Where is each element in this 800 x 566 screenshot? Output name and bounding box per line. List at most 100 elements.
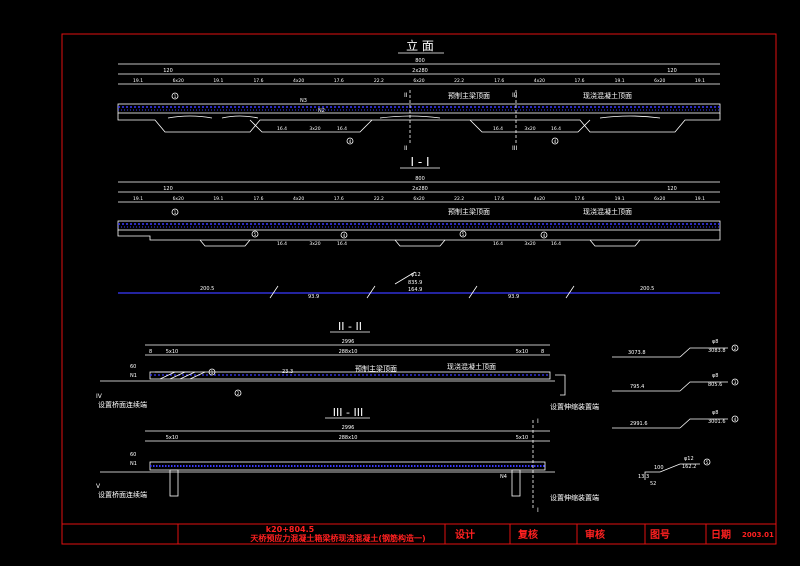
rebar-development-line: 200.5 200.5 93.9 93.9 164.9 835.9 φ12 xyxy=(118,271,720,300)
elev-label-precast: 预制主梁顶面 xyxy=(448,91,490,100)
bar4-val: 3001.6 xyxy=(708,419,726,425)
bar5-h: 13.3 xyxy=(638,474,649,480)
dim-label: 19.1 xyxy=(133,78,143,84)
elev-label-cast: 现浇混凝土顶面 xyxy=(583,91,632,100)
sec1-circle-5b: 5 xyxy=(462,232,465,237)
sec3-n4: N4 xyxy=(500,474,507,480)
sec1-circle-4b: 4 xyxy=(543,233,546,238)
title-design: 设计 xyxy=(455,528,475,541)
dim-label: 6x20 xyxy=(654,196,665,202)
dim-label: 19.1 xyxy=(213,196,223,202)
dim-label: 22.2 xyxy=(374,196,384,202)
sec3-mark-right: I xyxy=(537,418,539,425)
bar5-len: 100 xyxy=(654,465,664,471)
rebar-top: 835.9 xyxy=(408,280,422,286)
sec1-deck xyxy=(117,220,721,231)
elev-mid-dim: 2x280 xyxy=(412,68,428,74)
sec3-left-note: 设置桥面连续端 xyxy=(98,490,147,499)
bar2-phi: φ8 xyxy=(712,339,718,345)
dim-label: 16.4 xyxy=(277,126,287,132)
dim-label: 16.4 xyxy=(277,241,287,247)
rebar-mid-a: 93.9 xyxy=(308,294,319,300)
bar3-num: 3 xyxy=(734,380,737,385)
dim-label: 19.1 xyxy=(695,196,705,202)
sec1-label-precast: 预制主梁顶面 xyxy=(448,207,490,216)
title-date-val: 2003.01 xyxy=(742,531,774,539)
sec2-v: 23.3 xyxy=(282,369,293,375)
sec3-n1: N1 xyxy=(130,461,137,467)
sec2-circle-2: 2 xyxy=(237,391,240,396)
elev-n2: N2 xyxy=(318,108,325,114)
dim-label: 6x20 xyxy=(173,78,184,84)
title-review: 复核 xyxy=(517,528,538,541)
sec2-left-dim: 5x10 xyxy=(166,349,179,355)
bar-details: 3073.8 φ8 3083.8 2 795.4 φ8 805.6 3 2991… xyxy=(612,339,739,487)
sec2-n1: N1 xyxy=(130,373,137,379)
dim-label: 19.1 xyxy=(615,78,625,84)
sec1-circle-1: 1 xyxy=(174,210,177,215)
rebar-mid-b: 93.9 xyxy=(508,294,519,300)
sec1-left-dim: 120 xyxy=(163,186,173,192)
dim-label: 19.1 xyxy=(695,78,705,84)
sec3-right-dim: 5x10 xyxy=(516,435,529,441)
dim-label: 17.6 xyxy=(253,78,263,84)
sec3-mark-right-b: I xyxy=(537,507,539,514)
sec2-total-dim: 2996 xyxy=(342,339,355,345)
rebar-right: 200.5 xyxy=(640,286,654,292)
dim-label: 4x20 xyxy=(534,78,545,84)
sec3-mark-left: V xyxy=(96,483,101,490)
drawing-title: 天桥预应力混凝土箱梁桥现浇混凝土(钢筋构造一) xyxy=(250,533,425,543)
rebar-mid-c: 164.9 xyxy=(408,287,422,293)
bar5-phi: φ12 xyxy=(684,456,694,462)
title-span: k20+804.5 xyxy=(266,525,315,534)
dim-label: 4x20 xyxy=(534,196,545,202)
dim-label: 17.6 xyxy=(334,196,344,202)
sec2-right-dim: 5x10 xyxy=(516,349,529,355)
dim-label: 17.6 xyxy=(334,78,344,84)
sec1-total-dim: 800 xyxy=(415,176,425,182)
dim-label: 19.1 xyxy=(213,78,223,84)
sec1-circle-5: 5 xyxy=(254,232,257,237)
bar4-len: 2991.6 xyxy=(630,421,648,427)
dim-label: 16.4 xyxy=(551,241,561,247)
dim-label: 6x20 xyxy=(654,78,665,84)
elev-cut-II: II xyxy=(404,92,408,99)
dim-label: 3x20 xyxy=(309,126,320,132)
sec1-right-dim: 120 xyxy=(667,186,677,192)
elev-circle-1: 1 xyxy=(174,94,177,99)
bar5-sub: 52 xyxy=(650,481,656,487)
dim-label: 22.2 xyxy=(454,78,464,84)
sec1-mid-dim: 2x280 xyxy=(412,186,428,192)
elev-deck xyxy=(117,103,721,114)
bar3-phi: φ8 xyxy=(712,373,718,379)
rebar-phi: φ12 xyxy=(411,272,421,278)
title-approve: 审核 xyxy=(585,528,605,541)
section-3-view: III - III 2996 5x10 288x10 5x10 60 N1 N4… xyxy=(96,406,599,514)
sec2-label-precast: 预制主梁顶面 xyxy=(355,364,397,373)
dim-label: 17.6 xyxy=(494,78,504,84)
dim-label: 6x20 xyxy=(413,78,424,84)
dim-label: 16.4 xyxy=(493,241,503,247)
dim-label: 22.2 xyxy=(454,196,464,202)
bar3-val: 805.6 xyxy=(708,382,722,388)
sec2-h1: 60 xyxy=(130,364,136,370)
sec3-left-dim: 5x10 xyxy=(166,435,179,441)
bar2-val: 3083.8 xyxy=(708,348,726,354)
section-2-view: II - II 2996 5x10 288x10 5x10 8 8 60 N1 … xyxy=(96,320,599,411)
title-date: 日期 xyxy=(711,528,731,541)
dim-label: 16.4 xyxy=(493,126,503,132)
elev-total-dim: 800 xyxy=(415,58,425,64)
sec1-circle-4: 4 xyxy=(343,233,346,238)
elev-cut-III: III xyxy=(512,92,518,99)
sec1-label-cast: 现浇混凝土顶面 xyxy=(583,207,632,216)
elev-circle-4: 4 xyxy=(349,139,352,144)
bar5-num: 5 xyxy=(706,460,709,465)
sec2-edge-b: 8 xyxy=(541,349,544,355)
sec2-label-cast: 现浇混凝土顶面 xyxy=(447,362,496,371)
sec2-edge-a: 8 xyxy=(149,349,152,355)
